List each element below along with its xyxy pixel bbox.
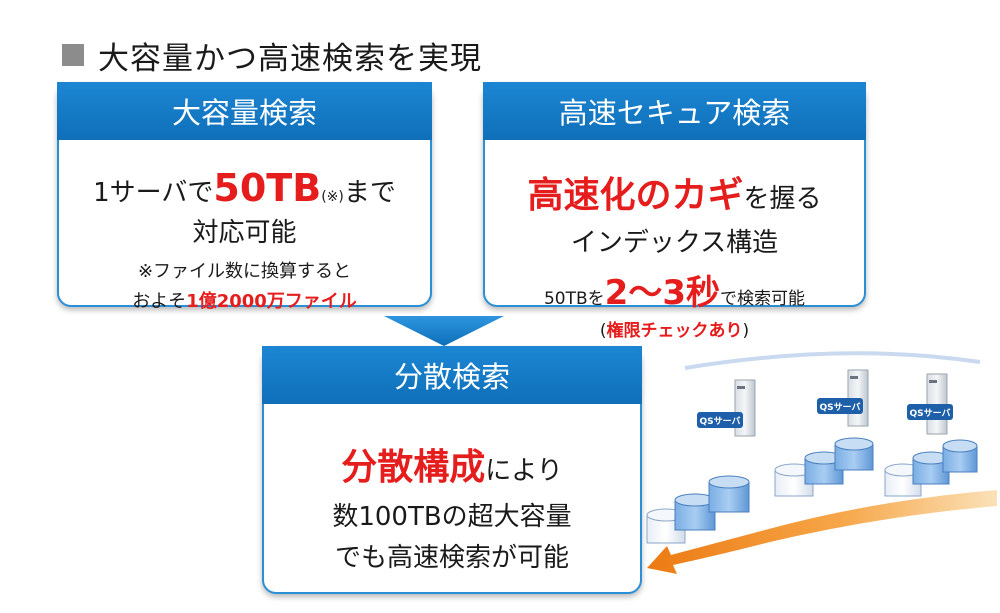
- index-structure-text: インデックス構造: [570, 228, 779, 258]
- file-count-line: およそ1億2000万ファイル: [59, 287, 430, 313]
- speed-key-line: 高速化のカギを握る: [485, 166, 864, 218]
- server-1-label: QSサーバ: [699, 416, 740, 427]
- supported-text: 対応可能: [192, 218, 297, 248]
- server-3: QSサーバ: [907, 373, 953, 435]
- fast-search-text: でも高速検索が可能: [334, 543, 569, 573]
- distributed-config-line: 分散構成により: [264, 438, 640, 490]
- file-count-note: ※ファイル数に換算すると: [137, 261, 352, 282]
- database-group-left: [646, 475, 750, 544]
- server-2-label: QSサーバ: [819, 402, 860, 413]
- slide-heading: 大容量かつ高速検索を実現: [62, 30, 482, 80]
- search-time-prefix: 50TBを: [543, 289, 605, 309]
- secure-search-body: 高速化のカギを握る インデックス構造 50TBを2〜3秒で検索可能 (権限チェッ…: [485, 146, 864, 341]
- square-bullet-icon: [62, 44, 84, 66]
- file-count-value: 1億2000万ファイル: [186, 291, 357, 312]
- capacity-prefix: 1サーバで: [93, 178, 214, 208]
- paren-close: ): [742, 321, 750, 341]
- distributed-search-title: 分散検索: [262, 346, 642, 404]
- distributed-config-highlight: 分散構成: [341, 447, 486, 488]
- database-group-right: [884, 439, 978, 497]
- server-3-label: QSサーバ: [909, 408, 950, 419]
- large-capacity-title: 大容量検索: [57, 82, 432, 140]
- large-capacity-body: 1サーバで50TB(※)まで 対応可能 ※ファイル数に換算すると およそ1億20…: [59, 146, 430, 312]
- speed-key-suffix: を握る: [743, 184, 822, 214]
- server-2: QSサーバ: [817, 369, 869, 427]
- heading-text: 大容量かつ高速検索を実現: [98, 40, 482, 77]
- paren-open: (: [599, 321, 607, 341]
- search-time-value: 2〜3秒: [604, 273, 720, 313]
- capacity-value: 50TB: [213, 166, 322, 210]
- secure-search-title: 高速セキュア検索: [483, 82, 866, 140]
- distributed-config-suffix: により: [485, 456, 563, 486]
- network-arc-line: [684, 351, 981, 370]
- secure-search-box: 高速セキュア検索 高速化のカギを握る インデックス構造 50TBを2〜3秒で検索…: [483, 82, 866, 341]
- capacity-suffix: まで: [343, 178, 396, 208]
- capacity-line: 1サーバで50TB(※)まで: [59, 166, 430, 210]
- search-time-line: 50TBを2〜3秒で検索可能: [485, 265, 864, 314]
- speed-key-highlight: 高速化のカギ: [527, 175, 744, 216]
- distributed-search-box: 分散検索 分散構成により 数100TBの超大容量 でも高速検索が可能: [262, 346, 642, 594]
- distributed-search-body: 分散構成により 数100TBの超大容量 でも高速検索が可能: [264, 410, 640, 592]
- search-time-suffix: で検索可能: [720, 289, 805, 309]
- down-arrow-icon: [384, 316, 504, 346]
- huge-capacity-text: 数100TBの超大容量: [332, 502, 572, 532]
- file-count-prefix: およそ: [132, 291, 187, 312]
- permission-check-line: (権限チェックあり): [485, 316, 864, 341]
- permission-check-text: 権限チェックあり: [606, 321, 743, 341]
- search-flow-arrow-icon: [647, 490, 997, 574]
- capacity-note-mark: (※): [321, 189, 344, 205]
- distributed-servers-illustration: QSサーバ QSサーバ QSサーバ: [646, 351, 997, 574]
- database-group-middle: [774, 437, 874, 497]
- server-1: QSサーバ: [697, 379, 756, 437]
- large-capacity-box: 大容量検索 1サーバで50TB(※)まで 対応可能 ※ファイル数に換算すると お…: [57, 82, 432, 312]
